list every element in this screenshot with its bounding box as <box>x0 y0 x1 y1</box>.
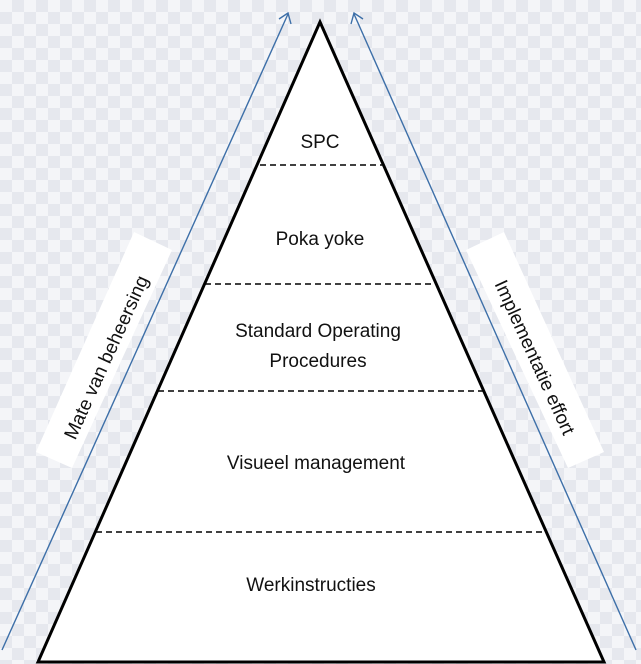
left-axis-arrowhead <box>278 11 292 25</box>
right-axis-arrowhead <box>350 11 364 25</box>
right-label-band <box>466 232 604 468</box>
level-sop-line-2: Procedures <box>269 351 366 372</box>
left-axis-arrow-shaft <box>1 13 289 651</box>
left-label-band <box>36 232 172 468</box>
right-axis-arrow-shaft <box>353 13 637 651</box>
level-werkinstructies: Werkinstructies <box>246 575 376 596</box>
level-sop-line-1: Standard Operating <box>235 321 401 342</box>
level-visueel-management: Visueel management <box>227 453 406 474</box>
level-spc: SPC <box>300 132 339 153</box>
level-poka-yoke: Poka yoke <box>276 229 365 250</box>
pyramid-triangle <box>35 18 607 664</box>
